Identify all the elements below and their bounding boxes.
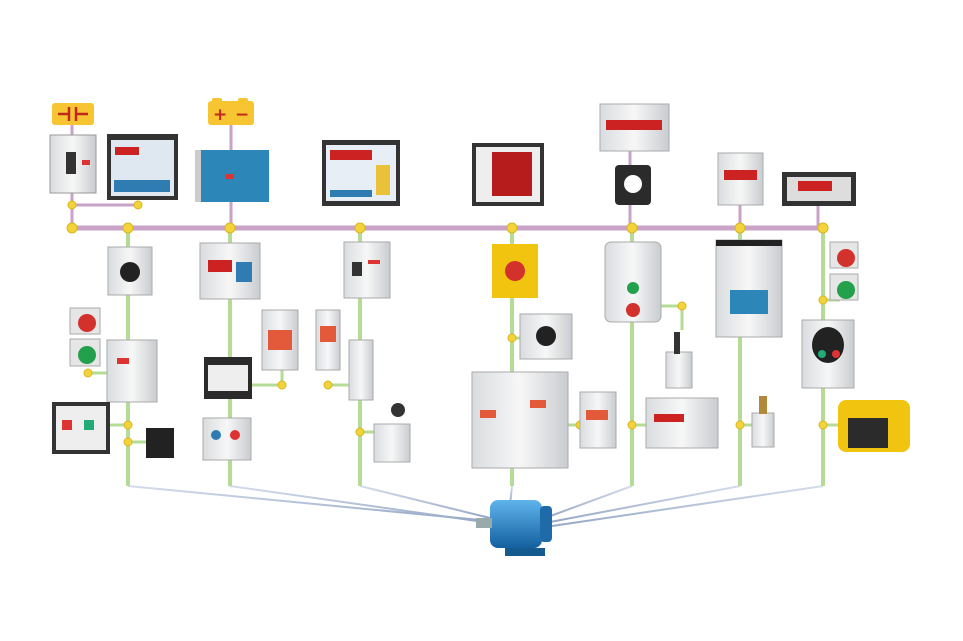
din-rail-meter [717, 152, 764, 206]
electric-motor [476, 500, 552, 556]
multifunction-controller [322, 140, 400, 206]
digital-power-meter [472, 143, 544, 206]
timer-relay [261, 309, 299, 371]
start-push-button-right [829, 273, 859, 301]
cam-switch [519, 313, 573, 360]
battery-plus-symbol: + [213, 105, 227, 125]
capacitor-icon [58, 107, 88, 121]
contactor [106, 339, 158, 403]
soft-starter [715, 239, 783, 338]
motor-protection-relay [52, 402, 110, 454]
panel-display-meter [782, 172, 856, 206]
current-transformer [615, 165, 651, 205]
roller-limit-switch [373, 403, 411, 463]
battery-minus-symbol: − [235, 105, 249, 125]
phase-monitor-relay [315, 309, 341, 371]
rotary-disconnect-switch [107, 246, 153, 296]
thermal-overload-relay [202, 417, 252, 461]
plunger-limit-switch [751, 396, 775, 448]
junction-dots [66, 200, 829, 447]
stop-push-button-right [829, 241, 859, 269]
motor-protection-breaker [343, 241, 391, 299]
variable-frequency-drive [801, 319, 855, 389]
stop-push-button [69, 307, 101, 335]
din-rail-energy-meter [599, 103, 670, 152]
contactor-assembly [471, 371, 569, 469]
power-factor-controller [107, 134, 178, 200]
motor-feed-lines [127, 485, 824, 527]
din-rail-relay-display [199, 242, 261, 300]
foot-switch [838, 400, 910, 452]
modular-contactor [348, 339, 374, 401]
soft-starter-module [645, 397, 719, 449]
motor-starter-enclosure [604, 241, 662, 323]
limit-switch-small [146, 428, 174, 458]
capacitor-badge [52, 103, 94, 125]
control-bus [70, 120, 823, 231]
voltage-monitoring-relay [195, 150, 269, 202]
start-push-button [69, 338, 101, 367]
capacitor-contactor [49, 134, 97, 194]
battery-badge: + − [208, 98, 254, 125]
electronic-relay [579, 391, 617, 449]
main-switch-yellow-red [492, 244, 538, 298]
lever-limit-switch [665, 332, 693, 389]
mini-contactor [204, 357, 252, 399]
